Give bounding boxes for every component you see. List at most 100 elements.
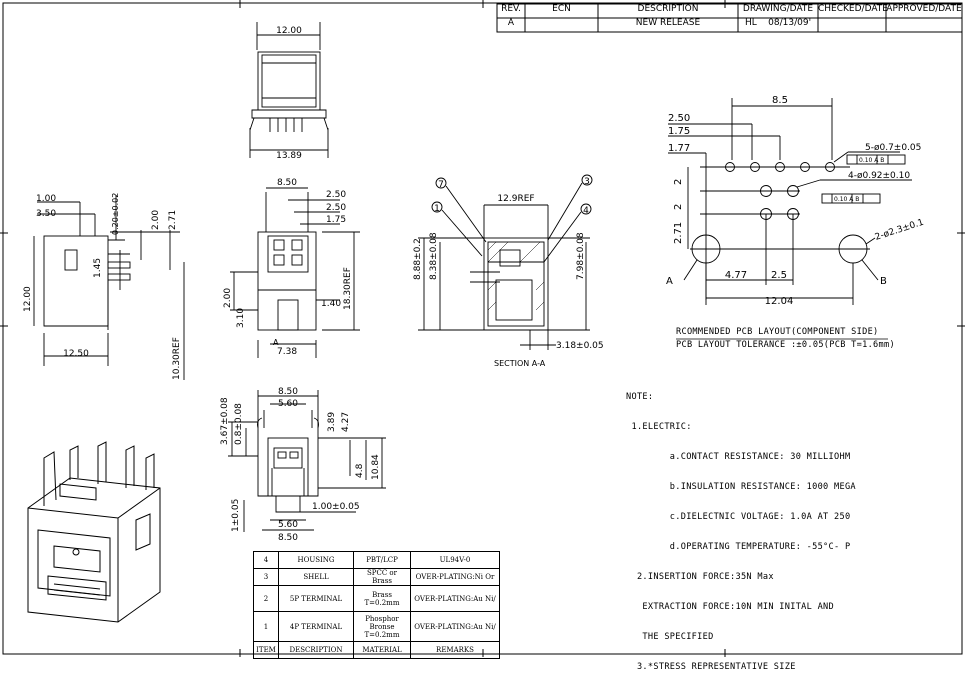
bom-material: PBT/LCP: [353, 551, 411, 569]
pcb-tolerance-b: 0.10 A B: [834, 196, 859, 203]
bom-material: SPCC or Brass: [353, 568, 411, 586]
bottom-dim-10: 1±0.05: [231, 499, 241, 532]
table-row: 4 HOUSING PBT/LCP UL94V-0: [253, 551, 500, 569]
bom-remarks: OVER-PLATING:Ni Or: [410, 568, 500, 586]
note-line: NOTE:: [626, 392, 654, 402]
technical-drawing: 12.00 13.89 1.00 3.50 0.20±0.02 2.00 2.7…: [0, 0, 965, 657]
front-dim-9: 7.38: [277, 347, 297, 357]
bom-header-remarks: REMARKS: [410, 641, 500, 659]
bom-item: 2: [253, 585, 279, 612]
side-ref-label: 10.30REF: [172, 337, 182, 380]
note-line: 2.INSERTION FORCE:35N Max: [626, 572, 774, 582]
bom-description: 5P TERMINAL: [278, 585, 354, 612]
rev-header: REV.: [501, 4, 521, 14]
table-header-row: ITEM DESCRIPTION MATERIAL REMARKS: [253, 641, 500, 659]
note-line: THE SPECIFIED: [626, 632, 714, 642]
note-line: 3.*STRESS REPRESENTATIVE SIZE: [626, 662, 796, 672]
pcb-caption: RCOMMENDED PCB LAYOUT(COMPONENT SIDE): [676, 327, 879, 337]
bom-item: 1: [253, 611, 279, 642]
bottom-dim-1: 8.50: [278, 387, 298, 397]
section-label: SECTION A-A: [494, 359, 546, 368]
side-dim-1: 1.00: [36, 194, 56, 204]
bottom-dim-3: 3.67±0.08: [220, 397, 230, 445]
section-dim-1: 8.88±0.2: [413, 238, 423, 280]
bill-of-materials: 4 HOUSING PBT/LCP UL94V-0 3 SHELL SPCC o…: [253, 551, 500, 659]
top-view: [249, 22, 329, 158]
note-line: b.INSULATION RESISTANCE: 1000 MEGA: [626, 482, 856, 492]
front-view: [230, 187, 360, 358]
bottom-dim-7: 4.8: [355, 463, 365, 478]
bottom-dim-11: 5.60: [278, 520, 298, 530]
bom-remarks: UL94V-0: [410, 551, 500, 569]
section-hatch: [487, 241, 545, 311]
drawing-date-value: HL 08/13/09': [744, 18, 812, 28]
side-dim-2: 3.50: [36, 209, 56, 219]
pcb-tolerance-a: 0.10 A B: [859, 157, 884, 164]
top-bottom-width-label: 13.89: [276, 151, 302, 161]
description-value: NEW RELEASE: [635, 18, 701, 28]
bom-description: HOUSING: [278, 551, 354, 569]
bom-item: 4: [253, 551, 279, 569]
side-base-label: 12.50: [63, 349, 89, 359]
bottom-dim-8: 10.84: [371, 454, 381, 480]
front-dim-7: 3.10: [236, 308, 246, 328]
pcb-layout: [668, 98, 912, 305]
section-callout-1: 1: [434, 204, 440, 214]
front-dim-6: 2.00: [223, 288, 233, 308]
front-dim-5: 18.30REF: [343, 267, 353, 310]
pcb-dim-177: 1.77: [668, 143, 690, 154]
side-dim-5: 2.71: [168, 210, 178, 230]
section-callout-4: 4: [583, 206, 589, 216]
note-line: 1.ELECTRIC:: [626, 422, 692, 432]
section-ref-label: 12.9REF: [497, 194, 534, 204]
bottom-dim-5: 3.89: [327, 412, 337, 432]
pcb-dim-2b: 2: [673, 204, 684, 210]
pcb-holes-a: 5-ø0.7±0.05: [865, 143, 921, 153]
bom-remarks: OVER-PLATING:Au Ni/: [410, 585, 500, 612]
note-line: c.DIELECTNIC VOLTAGE: 1.0A AT 250: [626, 512, 851, 522]
front-dim-3: 2.50: [326, 203, 346, 213]
front-dim-8: 1.40: [321, 299, 341, 309]
table-row: 2 5P TERMINAL Brass T=0.2mm OVER-PLATING…: [253, 585, 500, 612]
section-dim-4: 3.18±0.05: [556, 341, 604, 351]
pcb-datum-b: B: [880, 276, 887, 287]
bom-description: SHELL: [278, 568, 354, 586]
note-line: d.OPERATING TEMPERATURE: -55°C- P: [626, 542, 851, 552]
pcb-dim-85: 8.5: [772, 95, 788, 106]
pcb-dim-25: 2.5: [771, 270, 787, 281]
note-line: a.CONTACT RESISTANCE: 30 MILLIOHM: [626, 452, 851, 462]
notes: NOTE: 1.ELECTRIC: a.CONTACT RESISTANCE: …: [626, 372, 856, 682]
section-callout-7: 7: [438, 180, 444, 190]
top-width-label: 12.00: [276, 26, 302, 36]
pcb-dim-477: 4.77: [725, 270, 747, 281]
checked-header: CHECKED/DATE: [818, 4, 888, 14]
note-line: EXTRACTION FORCE:10N MIN INITAL AND: [626, 602, 835, 612]
section-view: [418, 174, 593, 350]
bottom-dim-12: 8.50: [278, 533, 298, 543]
table-row: 3 SHELL SPCC or Brass OVER-PLATING:Ni Or: [253, 568, 500, 586]
bottom-dim-9: 1.00±0.05: [312, 502, 360, 512]
front-dim-1: 8.50: [277, 178, 297, 188]
pcb-holes-c: 2-ø2.3±0.1: [874, 218, 925, 243]
side-dim-4: 2.00: [151, 210, 161, 230]
pcb-holes-b: 4-ø0.92±0.10: [848, 171, 910, 181]
bom-item: 3: [253, 568, 279, 586]
drawing-date-header: DRAWING/DATE: [742, 4, 814, 14]
section-dim-2: 8.38±0.08: [429, 232, 439, 280]
section-dim-3: 7.98±0.08: [576, 232, 586, 280]
bom-header-item: ITEM: [253, 641, 279, 659]
side-view: [33, 195, 185, 380]
front-dim-4: 1.75: [326, 215, 346, 225]
table-row: 1 4P TERMINAL Phosphor Bronse T=0.2mm OV…: [253, 611, 500, 642]
bom-header-description: DESCRIPTION: [278, 641, 354, 659]
rev-value: A: [507, 18, 515, 28]
front-section-marker: A: [273, 338, 279, 347]
bom-description: 4P TERMINAL: [278, 611, 354, 642]
pcb-dim-1204: 12.04: [765, 296, 794, 307]
bom-material: Phosphor Bronse T=0.2mm: [353, 611, 411, 642]
pcb-dim-175: 1.75: [668, 126, 690, 137]
side-height-label: 12.00: [23, 286, 33, 312]
ecn-header: ECN: [552, 4, 571, 14]
pcb-dim-250: 2.50: [668, 113, 690, 124]
side-dim-3: 0.20±0.02: [111, 193, 120, 235]
